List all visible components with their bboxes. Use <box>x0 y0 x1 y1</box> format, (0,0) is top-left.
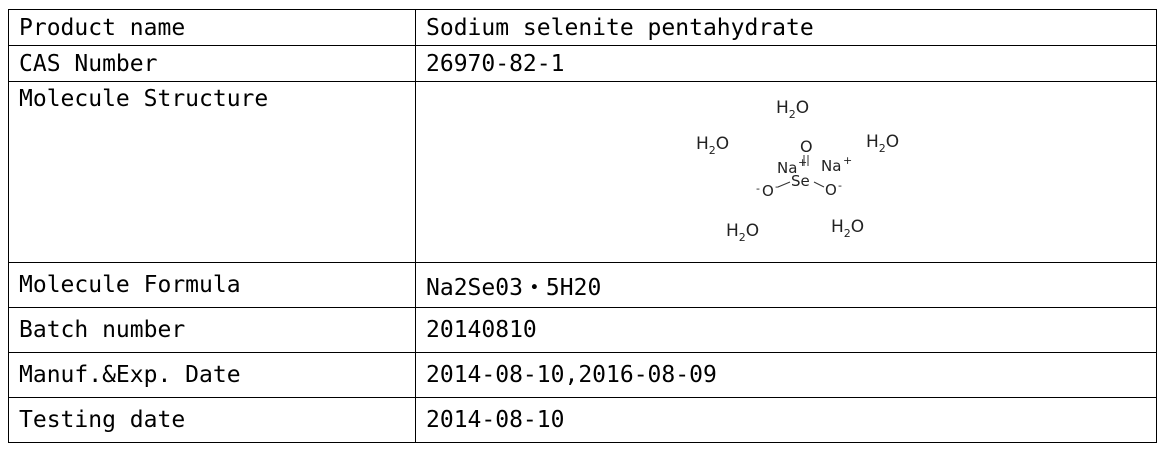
svg-text:-: - <box>756 182 760 195</box>
water-molecule-left: H2O <box>696 134 729 157</box>
svg-text:-: - <box>775 180 779 193</box>
svg-text:H2O: H2O <box>866 132 899 155</box>
row-label-testing-date: Testing date <box>8 397 416 443</box>
table-row: Molecule Formula Na2Se03・5H20 <box>8 262 1157 308</box>
row-value-testing-date: 2014-08-10 <box>415 397 1157 443</box>
svg-text:H2O: H2O <box>831 217 864 240</box>
oxide-ion-right: O - <box>825 179 842 199</box>
bond-left <box>777 181 791 188</box>
svg-text:H2O: H2O <box>776 98 809 121</box>
svg-text:+: + <box>798 156 807 169</box>
svg-text:Na: Na <box>821 157 841 175</box>
row-value-manuf-exp-date: 2014-08-10,2016-08-09 <box>415 352 1157 398</box>
svg-text:-: - <box>838 179 842 192</box>
bond-right <box>813 181 825 188</box>
water-molecule-bottom-right: H2O <box>831 217 864 240</box>
table-row: Manuf.&Exp. Date 2014-08-10,2016-08-09 <box>8 352 1157 398</box>
row-value-batch-number: 20140810 <box>415 307 1157 353</box>
row-value-product-name: Sodium selenite pentahydrate <box>415 9 1157 46</box>
table-row: Testing date 2014-08-10 <box>8 397 1157 443</box>
svg-text:O: O <box>825 181 837 199</box>
molecule-structure-label: Molecule Structure <box>19 86 269 112</box>
svg-text:Na: Na <box>777 159 797 177</box>
row-value-cas-number: 26970-82-1 <box>415 45 1157 82</box>
row-value-molecule-formula: Na2Se03・5H20 <box>415 262 1157 308</box>
oxide-ion-left: - O - <box>756 180 779 200</box>
row-label-molecule-structure: Molecule Structure <box>8 81 416 263</box>
table-row: Product name Sodium selenite pentahydrat… <box>8 9 1157 46</box>
row-value-molecule-structure: H2O H2O H2O O <box>415 81 1157 263</box>
structure-container: H2O H2O H2O O <box>426 83 1156 262</box>
table-row: Molecule Structure H2O H2O <box>8 81 1157 263</box>
water-molecule-bottom-left: H2O <box>726 221 759 244</box>
row-label-batch-number: Batch number <box>8 307 416 353</box>
row-label-cas-number: CAS Number <box>8 45 416 82</box>
selenium-atom: Se <box>791 172 810 190</box>
row-label-molecule-formula: Molecule Formula <box>8 262 416 308</box>
sodium-ion-left: Na + <box>777 156 807 177</box>
water-molecule-top: H2O <box>776 98 809 121</box>
svg-text:H2O: H2O <box>696 134 729 157</box>
water-molecule-right: H2O <box>866 132 899 155</box>
svg-text:O: O <box>762 182 774 200</box>
svg-text:+: + <box>843 154 852 167</box>
oxygen-atom-top: O <box>800 137 813 156</box>
sodium-ion-right: Na + <box>821 154 852 175</box>
product-spec-table: Product name Sodium selenite pentahydrat… <box>8 9 1157 443</box>
row-label-product-name: Product name <box>8 9 416 46</box>
table-row: CAS Number 26970-82-1 <box>8 45 1157 82</box>
molecule-structure-image: H2O H2O H2O O <box>696 98 899 244</box>
table-row: Batch number 20140810 <box>8 307 1157 353</box>
svg-text:H2O: H2O <box>726 221 759 244</box>
row-label-manuf-exp-date: Manuf.&Exp. Date <box>8 352 416 398</box>
